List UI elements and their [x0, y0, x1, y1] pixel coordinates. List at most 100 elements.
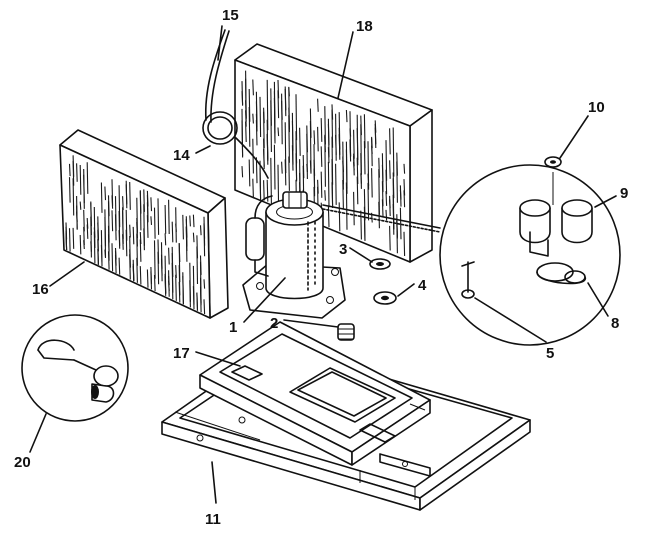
coil-fin-mark [248, 159, 251, 187]
coil-fin-mark [345, 109, 348, 123]
coil-fin-mark [367, 182, 370, 221]
callout-10: 10 [588, 99, 605, 116]
coil-fin-mark [164, 204, 167, 234]
coil-fin-mark [259, 168, 262, 201]
coil-fin-mark [392, 127, 395, 177]
part-17-drain-tray [199, 321, 431, 466]
coil-fin-mark [327, 147, 330, 164]
coil-fin-mark [331, 109, 334, 148]
coil-fin-mark [68, 177, 71, 203]
coil-fin-mark [241, 166, 244, 178]
coil-fin-mark [306, 125, 308, 153]
coil-fin-mark [396, 214, 398, 239]
coil-fin-mark [118, 210, 121, 246]
coil-fin-mark [403, 190, 406, 208]
coil-fin-mark [132, 226, 135, 245]
coil-fin-mark [389, 225, 391, 251]
coil-fin-mark [118, 257, 121, 275]
coil-fin-mark [252, 79, 254, 96]
coil-fin-mark [178, 265, 181, 296]
coil-fin-mark [327, 205, 330, 228]
coil-fin-mark [299, 127, 301, 156]
coil-fin-mark [125, 180, 128, 209]
coil-fin-mark [320, 146, 323, 167]
callout-labels: 1 2 3 4 5 8 9 10 11 14 15 16 17 18 20 [14, 7, 628, 528]
coil-fin-mark [349, 128, 352, 137]
coil-fin-mark [168, 199, 170, 235]
coil-fin-mark [153, 207, 156, 239]
coil-fin-mark [291, 120, 294, 151]
coil-fin-mark [284, 88, 287, 117]
coil-fin-mark [281, 161, 283, 174]
coil-fin-mark [146, 202, 149, 223]
coil-fin-mark [79, 201, 82, 210]
callout-4: 4 [418, 277, 427, 294]
coil-fin-mark [335, 163, 337, 205]
coil-fin-mark [136, 233, 138, 266]
callout-2: 2 [270, 315, 278, 332]
coil-fin-mark [360, 124, 362, 175]
coil-fin-mark [175, 265, 177, 279]
coil-fin-mark [90, 241, 92, 252]
coil-fin-mark [320, 118, 323, 142]
coil-fin-mark [171, 221, 174, 243]
coil-fin-mark [111, 243, 114, 272]
coil-fin-mark [143, 228, 145, 251]
coil-fin-mark [139, 266, 142, 285]
coil-fin-mark [65, 222, 68, 240]
coil-fin-mark [203, 216, 206, 246]
coil-fin-mark [189, 262, 191, 302]
coil-fin-mark [178, 243, 181, 263]
coil-fin-mark [266, 179, 269, 202]
coil-fin-mark [164, 233, 167, 246]
coil-fin-mark [392, 194, 395, 235]
coil-fin-mark [107, 225, 110, 261]
coil-fin-mark [192, 214, 195, 228]
coil-fin-mark [277, 127, 280, 137]
coil-fin-mark [79, 234, 82, 255]
coil-fin-mark [259, 96, 262, 138]
coil-fin-mark [306, 163, 308, 173]
coil-fin-mark [353, 129, 355, 159]
coil-fin-mark [248, 106, 251, 147]
coil-fin-mark [356, 157, 359, 185]
callout-3: 3 [339, 241, 347, 258]
coil-fin-mark [83, 174, 85, 204]
coil-fin-mark [129, 181, 131, 210]
coil-fin-mark [79, 164, 82, 195]
coil-fin-mark [313, 130, 316, 145]
coil-fin-mark [157, 239, 160, 264]
coil-fin-mark [266, 134, 269, 161]
coil-fin-mark [192, 265, 195, 305]
coil-fin-mark [132, 263, 135, 281]
coil-fin-mark [288, 156, 290, 191]
coil-fin-mark [245, 70, 247, 118]
coil-fin-mark [150, 216, 153, 225]
coil-fin-mark [199, 261, 202, 304]
coil-fin-mark [185, 226, 188, 252]
coil-fin-mark [160, 258, 163, 276]
coil-fin-mark [182, 275, 184, 305]
coil-fin-mark [288, 87, 290, 97]
callout-20: 20 [14, 454, 31, 471]
coil-fin-mark [164, 275, 167, 296]
coil-fin-mark [273, 144, 276, 190]
coil-fin-mark [385, 140, 388, 181]
coil-fin-mark [309, 120, 312, 173]
coil-fin-mark [338, 134, 341, 155]
coil-fin-mark [100, 182, 103, 213]
coil-fin-mark [72, 160, 75, 186]
coil-fin-mark [317, 98, 319, 112]
coil-fin-mark [157, 198, 160, 235]
coil-fin-mark [196, 246, 199, 285]
callout-8: 8 [611, 315, 619, 332]
callout-14: 14 [173, 147, 190, 164]
coil-fin-mark [389, 195, 391, 217]
coil-fin-mark [104, 249, 107, 259]
coil-fin-mark [320, 171, 323, 198]
coil-fin-mark [317, 126, 319, 152]
coil-fin-mark [371, 168, 373, 198]
callout-18: 18 [356, 18, 373, 35]
coil-fin-mark [107, 195, 110, 217]
